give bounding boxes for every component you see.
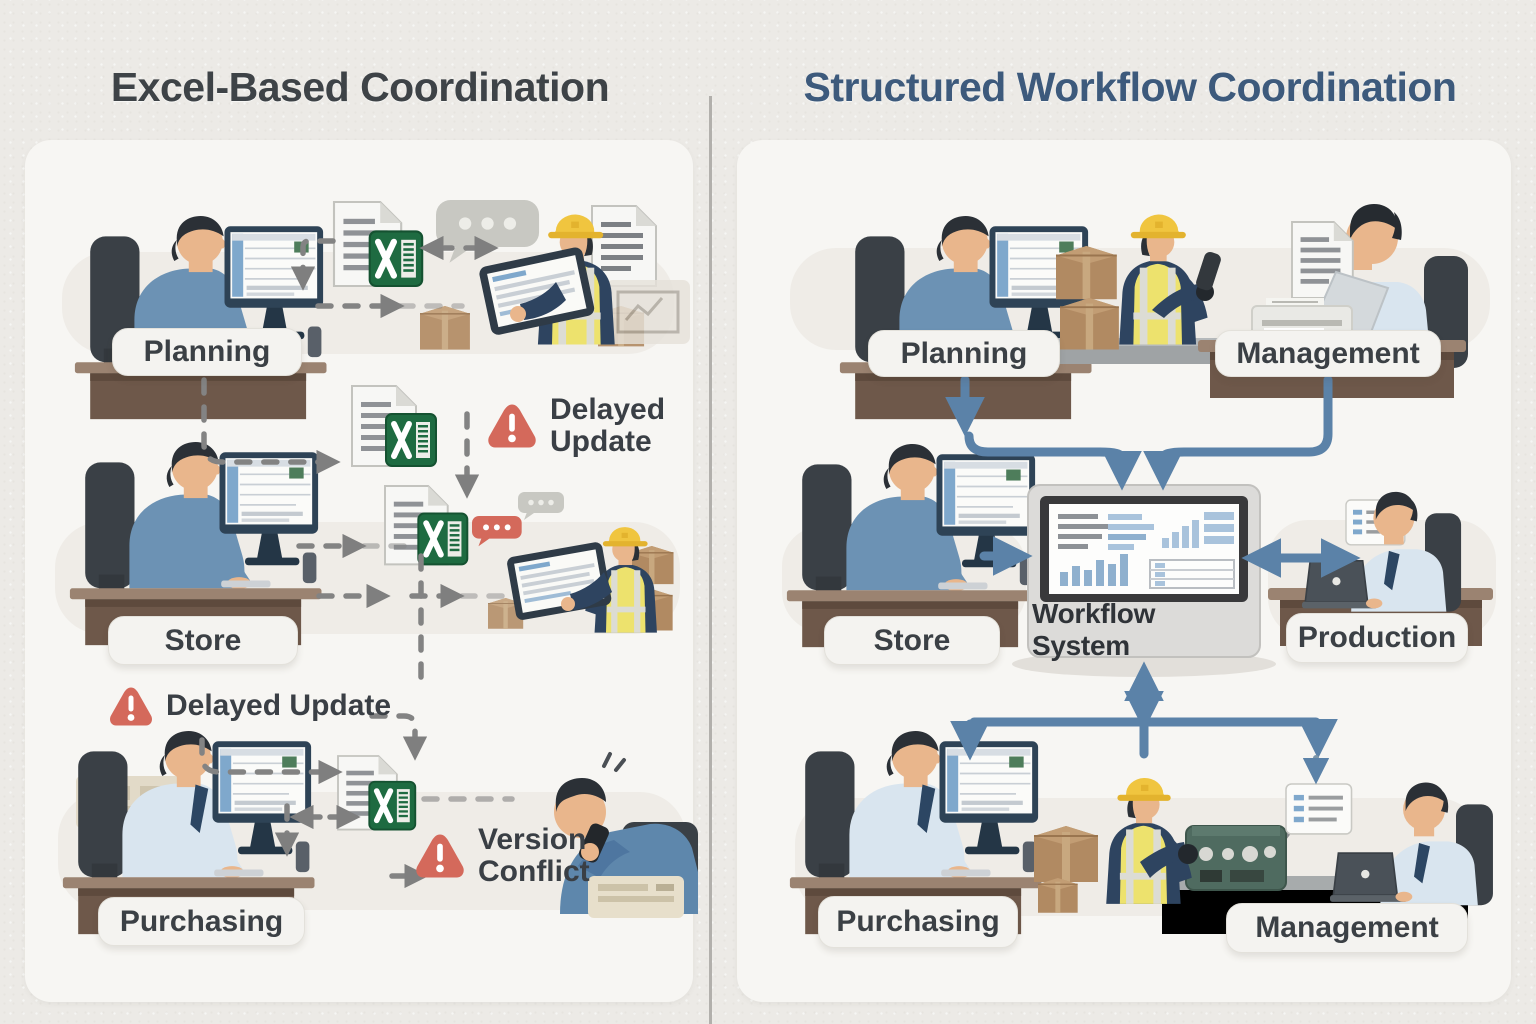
warning-triangle-icon [416, 834, 464, 878]
document-card-icon [1285, 783, 1353, 835]
warning-triangle-icon [110, 687, 152, 726]
carton-box-icon [419, 305, 471, 351]
work-glove-icon [1178, 844, 1198, 864]
printer-icon [588, 876, 684, 918]
excel-file-icon [352, 386, 436, 466]
right-panel-title: Structured Workflow Coordination [803, 63, 1457, 110]
chat-bubble-icon [518, 492, 564, 520]
frustration-marks [602, 752, 626, 772]
label-management-top: Management [1215, 330, 1441, 377]
warning-version-conflict: Version Conflict [414, 823, 590, 889]
excel-mid-file [352, 386, 436, 466]
excel-planning-file-row [334, 200, 690, 351]
excel-purchasing-scene [63, 731, 415, 934]
label-store-left: Store [108, 616, 298, 665]
label-production: Production [1286, 613, 1468, 663]
warning-triangle-icon [488, 404, 536, 448]
warning-delayed-update-top: Delayed Update [486, 393, 665, 459]
label-store-right: Store [824, 616, 1000, 665]
warning-delayed-update-bottom: Delayed Update [108, 684, 391, 729]
excel-file-icon [385, 486, 467, 564]
excel-file-icon [338, 756, 415, 830]
carton-box-icon [1059, 297, 1120, 351]
label-purchasing-right: Purchasing [818, 896, 1018, 948]
excel-file-icon [334, 202, 422, 286]
excel-store-scene [69, 441, 675, 647]
label-planning-left: Planning [112, 328, 302, 376]
machine-icon [1185, 819, 1300, 891]
carton-box-icon [1037, 877, 1079, 914]
dashed-arrows [199, 235, 515, 889]
panel-divider [709, 96, 712, 1024]
frustrated-phone-person-scene [554, 752, 698, 918]
label-planning-right: Planning [868, 330, 1060, 377]
left-panel-title: Excel-Based Coordination [110, 63, 610, 110]
workflow-planning-scene [839, 214, 1244, 420]
warehouse-worker-tablet-scene-top [478, 214, 615, 345]
label-purchasing-left: Purchasing [98, 897, 305, 946]
blueprint-panel-icon [606, 280, 690, 344]
label-management-bottom: Management [1226, 903, 1468, 953]
workflow-system-monitor [1012, 484, 1276, 677]
workflow-system-label: Workflow System [1032, 598, 1156, 661]
carton-box-icon [1055, 245, 1118, 301]
carton-box-icon [1033, 825, 1099, 883]
flow-arrows [945, 375, 1361, 785]
barcode-scanner-icon [1196, 252, 1221, 291]
